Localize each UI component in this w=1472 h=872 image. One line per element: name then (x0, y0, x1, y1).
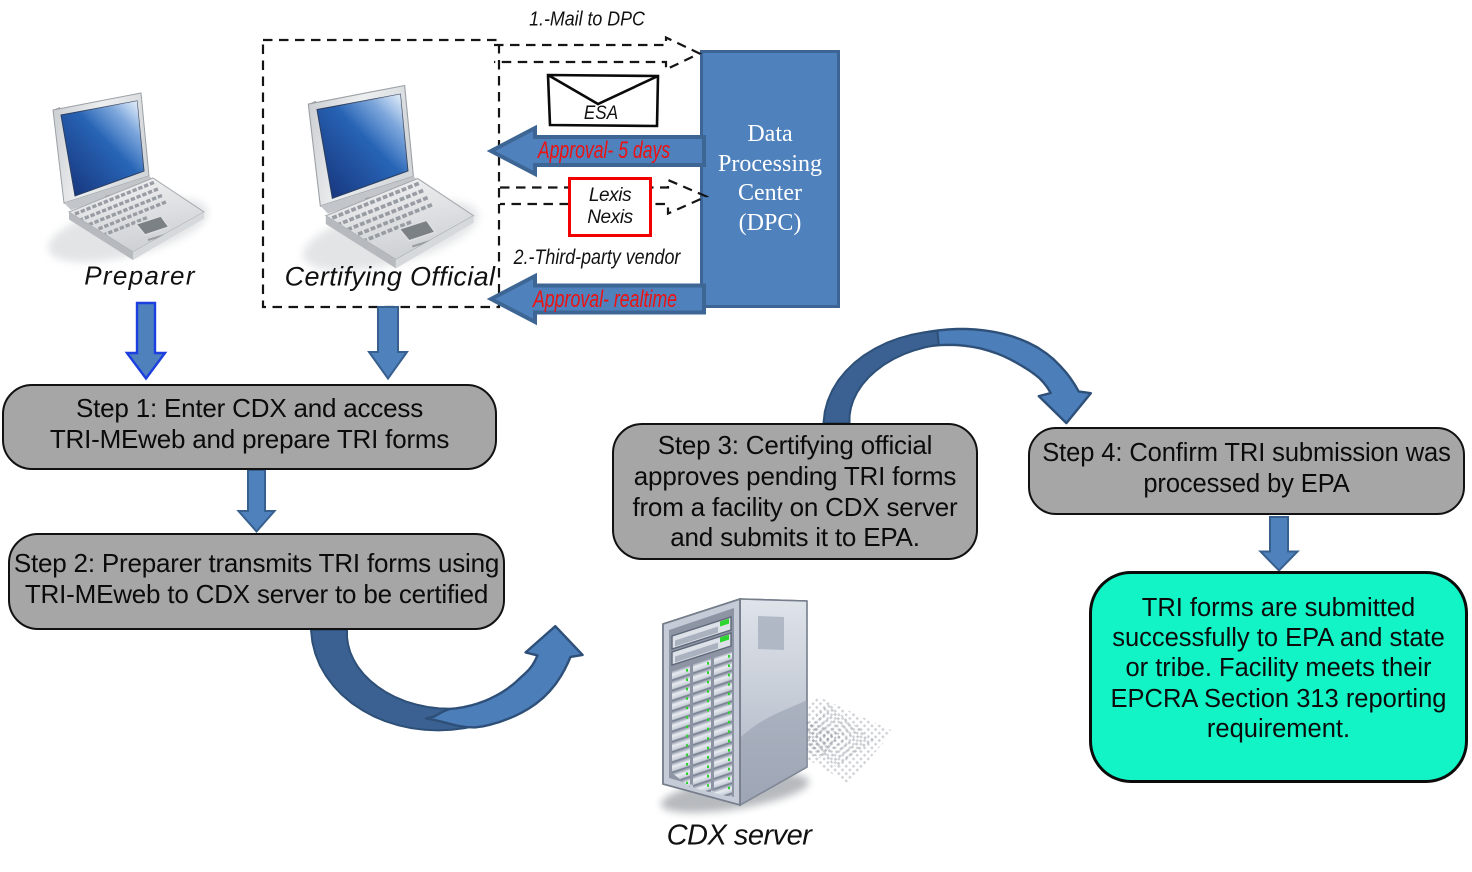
step3-to-step4-curved-arrow (822, 327, 1092, 425)
preparer-label: Preparer (84, 260, 196, 291)
approval-realtime-label: Approval- realtime (532, 286, 678, 313)
step1-line: Step 1: Enter CDX and access (75, 393, 424, 423)
step2-line: Step 2: Preparer transmits TRI forms usi… (13, 547, 500, 578)
step3-line: from a facility on CDX server (632, 491, 958, 522)
step4-to-result-arrow (1258, 516, 1300, 572)
step2-line: TRI-MEweb to CDX server to be certified (24, 578, 489, 609)
dpc-line: Data (747, 121, 793, 147)
dpc-line: Center (738, 180, 802, 206)
step3-line: and submits it to EPA. (670, 522, 920, 553)
step2-box: Step 2: Preparer transmits TRI forms usi… (8, 533, 505, 630)
result-line: requirement. (1206, 714, 1351, 743)
step4-box: Step 4: Confirm TRI submission was proce… (1028, 427, 1465, 515)
cdx-server-icon (658, 599, 893, 821)
vendor-route-label: 2.-Third-party vendor (513, 246, 681, 269)
certifying-official-label: Certifying Official (284, 261, 496, 292)
data-processing-center-box: Data Processing Center (DPC) (700, 50, 840, 308)
step1-line: TRI-MEweb and prepare TRI forms (49, 423, 450, 454)
lexis-line: Nexis (587, 207, 633, 228)
step3-box: Step 3: Certifying official approves pen… (612, 423, 978, 560)
dpc-line: (DPC) (738, 209, 802, 236)
step4-line: processed by EPA (1143, 469, 1350, 498)
approval-5days-label: Approval- 5 days (537, 137, 671, 164)
step3-line: Step 3: Certifying official (657, 430, 933, 461)
lexis-line: Lexis (588, 184, 632, 206)
result-line: successfully to EPA and state (1112, 624, 1445, 653)
mail-route-label: 1.-Mail to DPC (529, 8, 645, 31)
preparer-to-step1-arrow (124, 301, 168, 381)
result-line: TRI forms are submitted (1141, 593, 1416, 622)
step2-to-server-curved-arrow (310, 625, 584, 732)
step1-to-step2-arrow (236, 469, 277, 534)
preparer-laptop-icon (42, 93, 214, 275)
step1-box: Step 1: Enter CDX and access TRI-MEweb a… (2, 384, 497, 470)
dpc-line: Processing (718, 150, 822, 177)
result-line: or tribe. Facility meets their (1125, 654, 1432, 683)
cdx-server-label: CDX server (666, 819, 812, 852)
lexis-nexis-box: Lexis Nexis (568, 177, 652, 237)
step4-line: Step 4: Confirm TRI submission was (1042, 438, 1451, 467)
certifying-official-laptop-icon (296, 85, 484, 284)
mail-route-dashed-arrow (494, 35, 703, 72)
esa-label: ESA (583, 103, 619, 124)
certifying-to-step1-arrow (367, 306, 409, 381)
result-line: EPCRA Section 313 reporting (1110, 684, 1447, 713)
step3-line: approves pending TRI forms (633, 460, 957, 491)
result-box: TRI forms are submitted successfully to … (1089, 571, 1468, 783)
